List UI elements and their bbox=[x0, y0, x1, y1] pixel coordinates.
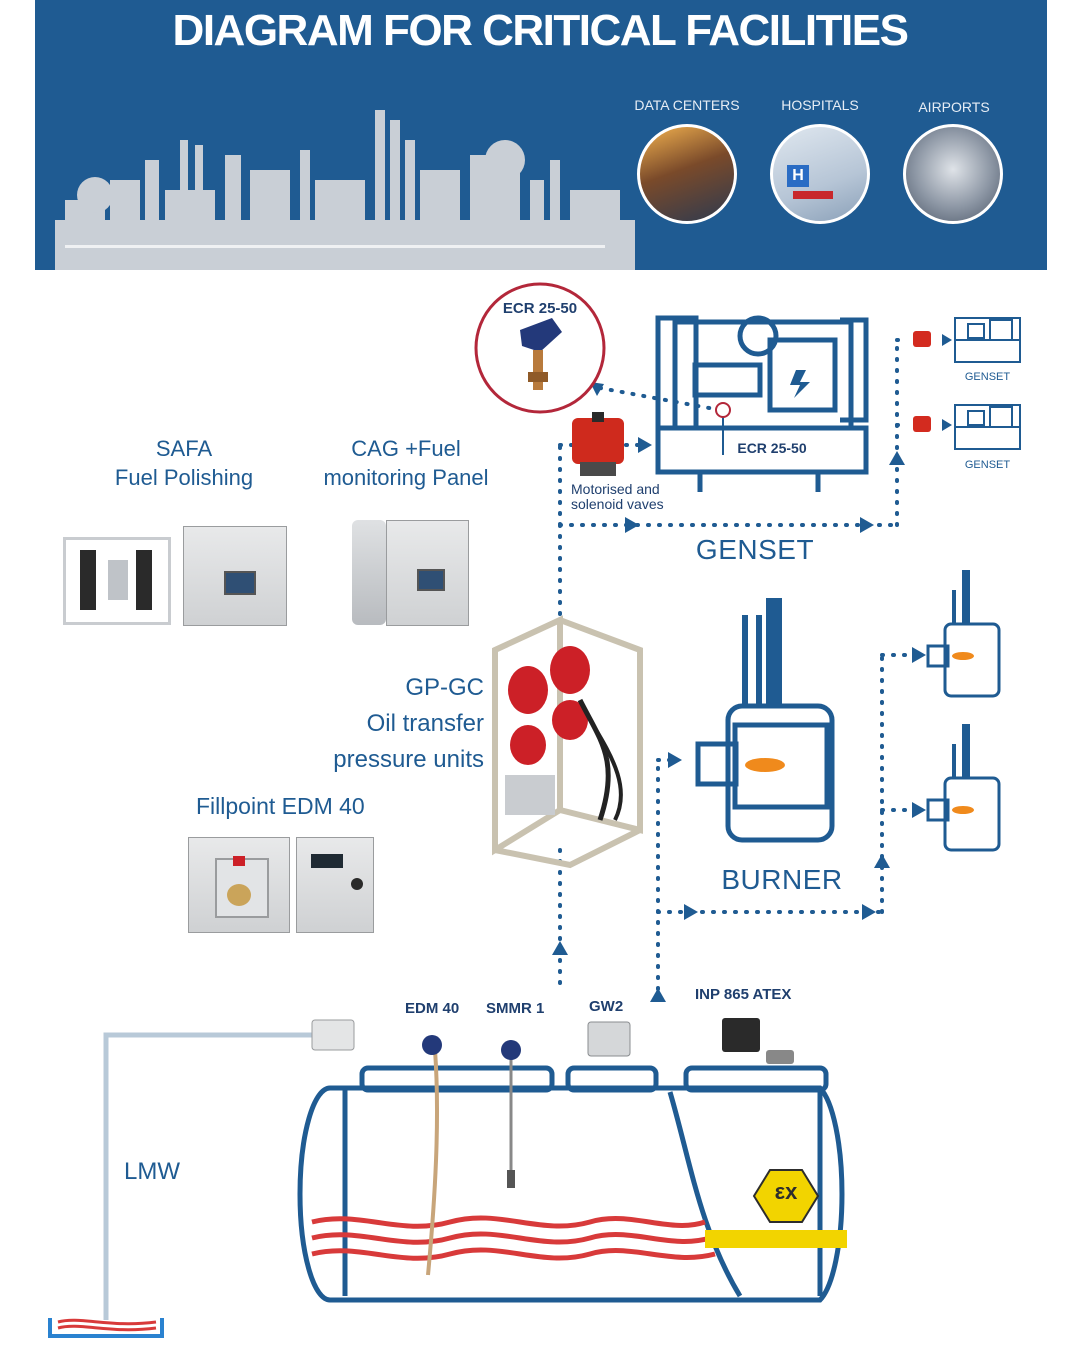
safa-skid-photo bbox=[63, 537, 171, 625]
gpgc-label-line2: Oil transfer bbox=[366, 710, 484, 737]
safa-label: SAFA Fuel Polishing bbox=[84, 434, 284, 492]
gw2-label: GW2 bbox=[589, 998, 624, 1015]
atex-ex-icon: εx bbox=[774, 1179, 798, 1204]
cag-label-line2: monitoring Panel bbox=[323, 465, 489, 490]
cag-label: CAG +Fuel monitoring Panel bbox=[306, 434, 506, 492]
hospital-photo: H bbox=[770, 124, 870, 224]
facility-label-data-centers: DATA CENTERS bbox=[634, 97, 740, 113]
burner-label: BURNER bbox=[721, 864, 843, 895]
smmr1-label: SMMR 1 bbox=[486, 1000, 545, 1017]
safa-label-line2: Fuel Polishing bbox=[114, 465, 254, 490]
inp865-label: INP 865 ATEX bbox=[695, 986, 792, 1003]
gpgc-label: GP-GC Oil transfer pressure units bbox=[280, 670, 484, 778]
cag-filter-photo bbox=[352, 520, 386, 625]
facility-label-airports: AIRPORTS bbox=[918, 99, 990, 115]
page-title: DIAGRAM FOR CRITICAL FACILITIES bbox=[172, 6, 909, 55]
safa-control-panel-photo bbox=[183, 526, 287, 626]
ecr-genset-label: ECR 25-50 bbox=[737, 440, 807, 456]
ecr-bubble-label: ECR 25-50 bbox=[502, 300, 578, 317]
data-center-photo bbox=[637, 124, 737, 224]
genset-label: GENSET bbox=[695, 534, 815, 565]
edm40-display-photo bbox=[296, 837, 374, 933]
lmw-label: LMW bbox=[124, 1158, 180, 1185]
gpgc-label-line3: pressure units bbox=[333, 746, 484, 773]
genset-small-label-2: GENSET bbox=[964, 459, 1011, 471]
valves-label: Motorised and solenoid vaves bbox=[571, 482, 664, 512]
valves-label-line2: solenoid vaves bbox=[571, 496, 664, 512]
fillpoint-label: Fillpoint EDM 40 bbox=[196, 793, 365, 819]
valves-label-line1: Motorised and bbox=[571, 481, 660, 497]
gpgc-label-line1: GP-GC bbox=[405, 674, 484, 701]
cag-label-line1: CAG +Fuel bbox=[351, 436, 461, 461]
genset-small-label-1: GENSET bbox=[964, 371, 1011, 383]
ecr-sensor-icon bbox=[520, 318, 562, 390]
airport-photo bbox=[903, 124, 1003, 224]
facility-label-hospitals: HOSPITALS bbox=[781, 97, 859, 113]
edm40-label: EDM 40 bbox=[405, 1000, 460, 1017]
cag-panel-photo bbox=[386, 520, 469, 626]
safa-label-line1: SAFA bbox=[155, 436, 213, 461]
skyline-illustration bbox=[55, 110, 635, 270]
fillpoint-cabinet-photo bbox=[188, 837, 290, 933]
